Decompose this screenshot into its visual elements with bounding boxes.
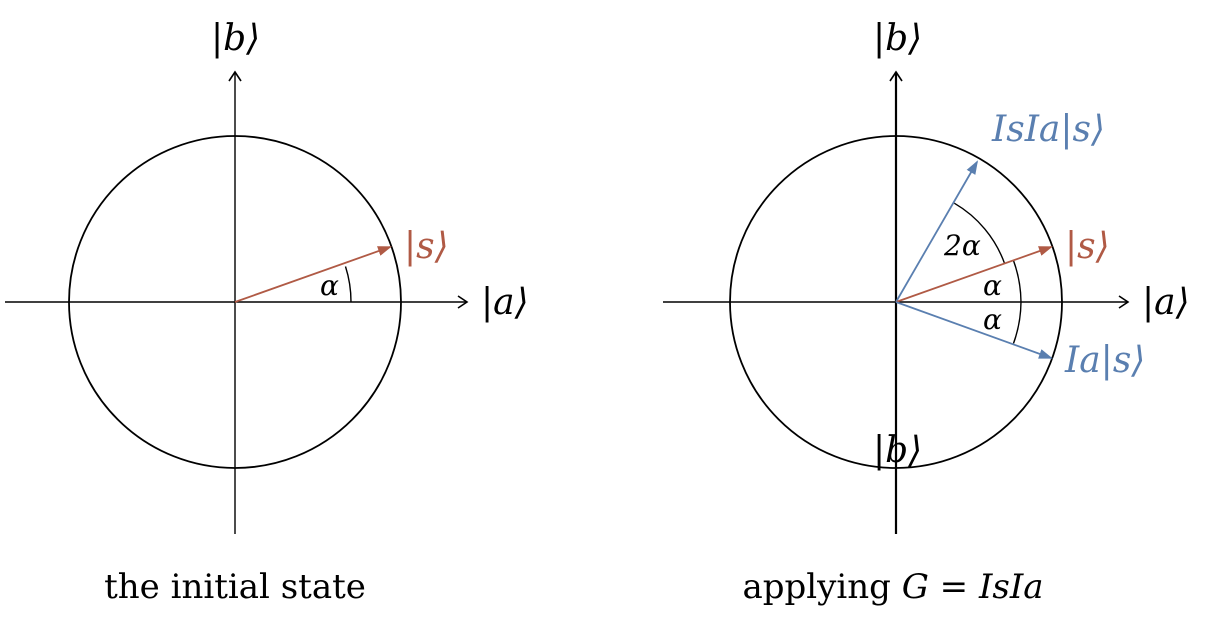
right-angle-alpha-lower-label: α	[983, 303, 1002, 336]
left-unit-circle	[68, 135, 402, 469]
left-y-axis-label: |b⟩	[211, 18, 260, 59]
left-state-vector	[234, 246, 392, 303]
right-angle-2alpha-label: 2α	[943, 229, 981, 262]
right-caption-prefix: applying	[742, 567, 901, 607]
right-panel: |a⟩ |b⟩ |b⟩ |s⟩ IsIa|s⟩ Ia|s⟩ 2α α α app…	[663, 18, 1190, 607]
right-unit-circle	[729, 135, 1063, 469]
right-caption-formula: G = IsIa	[902, 567, 1044, 607]
right-angle-arc-alpha-upper	[1012, 260, 1022, 303]
right-angle-alpha-upper-label: α	[983, 269, 1002, 302]
left-angle-arc	[344, 266, 352, 303]
right-ia-vector	[895, 301, 1053, 359]
right-y-axis-label-top: |b⟩	[873, 18, 922, 59]
right-angle-arc-2alpha	[953, 202, 1006, 265]
right-vector-s-label: |s⟩	[1065, 226, 1110, 267]
right-angle-arc-alpha-lower	[1012, 301, 1022, 344]
right-state-vector	[895, 246, 1053, 303]
left-angle-label: α	[320, 269, 339, 302]
left-vector-s-label: |s⟩	[404, 226, 449, 267]
right-ia-vector-label: Ia|s⟩	[1064, 340, 1145, 381]
left-x-axis-label: |a⟩	[481, 282, 529, 323]
right-isia-vector	[895, 160, 979, 303]
left-caption: the initial state	[104, 567, 366, 607]
left-panel: |a⟩ |b⟩ |s⟩ α the initial state	[5, 18, 529, 607]
right-isia-vector-label: IsIa|s⟩	[991, 109, 1105, 150]
right-y-axis-label-bottom: |b⟩	[873, 430, 922, 471]
right-x-axis-label: |a⟩	[1142, 282, 1190, 323]
right-caption: applying G = IsIa	[742, 567, 1043, 607]
